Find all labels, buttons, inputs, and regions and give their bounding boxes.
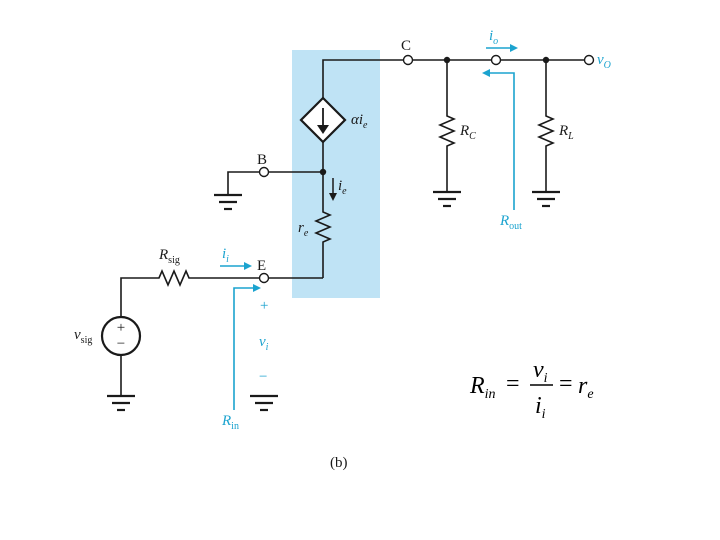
collector-terminal [402,54,414,66]
transistor-model-highlight [292,50,380,298]
output-voltage-label: vO [597,52,611,71]
source-minus-sign: − [117,336,125,352]
base-ground-icon [214,193,242,211]
input-current-arrow [220,262,252,270]
input-voltage-label: vi [259,334,269,353]
emitter-label: E [257,258,266,274]
input-voltage-plus: + [260,298,268,314]
signal-voltage-source: + − [100,315,142,357]
input-resistance-equation: Rin = vi ii = re [469,357,594,422]
equation-equals-2: = [559,371,573,397]
source-ground-icon [107,394,135,412]
emitter-current-arrow [329,178,337,201]
collector-ground-icon [433,190,461,208]
collector-label: C [401,38,411,54]
figure-caption: (b) [330,455,348,471]
collector-junction-node [443,56,451,64]
circuit-wires [120,59,584,396]
input-ground-icon [250,394,278,412]
equation-numerator: vi [533,357,548,386]
base-terminal [258,166,270,178]
input-voltage-minus: − [259,369,267,385]
equation-denominator: ii [535,393,546,422]
load-resistor-label: RL [558,123,574,142]
signal-source-label: vsig [74,327,92,346]
output-resistance-label: Rout [499,213,522,232]
input-current-label: ii [222,246,229,265]
source-resistance-label: Rsig [158,247,180,266]
equation-equals-1: = [506,371,520,397]
load-resistor [536,112,556,150]
base-label: B [257,152,267,168]
dependent-current-source [299,96,347,144]
dependent-source-label: αie [351,112,368,131]
load-junction-node [542,56,550,64]
collector-resistor [437,112,457,150]
equation-lhs: Rin [469,373,496,402]
emitter-resistance-label: re [298,220,309,239]
source-resistor [155,268,192,288]
output-resistance-arrow [482,69,515,210]
emitter-terminal [258,272,270,284]
emitter-current-label: ie [338,178,347,197]
base-junction-node [319,168,327,176]
collector-resistor-label: RC [459,123,476,142]
equation-rhs: re [578,373,594,402]
load-ground-icon [532,190,560,208]
output-break-terminal [490,54,502,66]
input-resistance-label: Rin [221,413,239,432]
output-current-arrow [486,44,518,52]
input-resistance-arrow [233,284,261,410]
emitter-resistance-resistor [313,208,333,245]
output-terminal [583,54,595,66]
output-current-label: io [489,28,498,47]
source-plus-sign: + [117,320,125,336]
